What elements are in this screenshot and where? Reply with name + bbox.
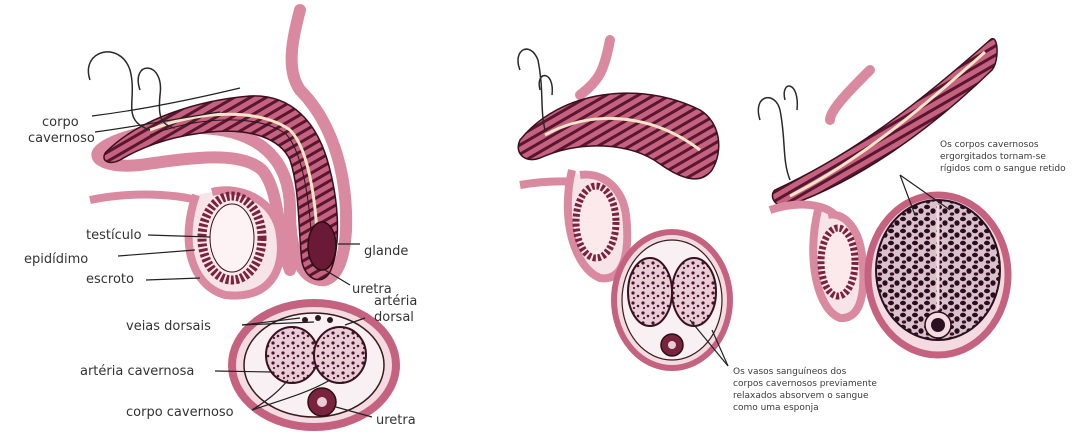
note-relaxed-3: relaxados absorvem o sangue bbox=[733, 391, 869, 401]
label-corpo-cavernoso-top-2: cavernoso bbox=[28, 131, 95, 146]
label-corpo-cavernoso-bottom: corpo cavernoso bbox=[126, 405, 234, 420]
label-arteria-cavernosa: artéria cavernosa bbox=[80, 364, 194, 379]
note-erect-1: Os corpos cavernosos bbox=[940, 140, 1039, 150]
label-testiculo: testículo bbox=[86, 228, 142, 243]
corpus-cavernosum-left bbox=[266, 327, 318, 383]
note-erect-2: ergorgitados tornam-se bbox=[940, 152, 1046, 162]
note-relaxed-1: Os vasos sanguíneos dos bbox=[733, 367, 847, 377]
note-relaxed-2: corpos cavernosos previamente bbox=[733, 379, 877, 389]
label-corpo-cavernoso-top-1: corpo bbox=[42, 115, 79, 130]
glans bbox=[308, 222, 336, 270]
note-erect-3: rígidos com o sangue retido bbox=[940, 164, 1066, 174]
label-arteria-dorsal-1: artéria bbox=[374, 294, 417, 309]
label-veias-dorsais: veias dorsais bbox=[126, 319, 211, 334]
erect-cross-section bbox=[868, 195, 1008, 355]
note-relaxed-4: como uma esponja bbox=[733, 403, 819, 413]
label-glande: glande bbox=[364, 244, 408, 259]
label-epididimo: epidídimo bbox=[24, 252, 88, 267]
corpus-cavernosum-right bbox=[314, 327, 366, 383]
label-uretra-bottom: uretra bbox=[376, 413, 416, 428]
label-arteria-dorsal-2: dorsal bbox=[374, 310, 414, 325]
flaccid-side-view bbox=[88, 10, 346, 296]
label-escroto: escroto bbox=[86, 272, 134, 287]
